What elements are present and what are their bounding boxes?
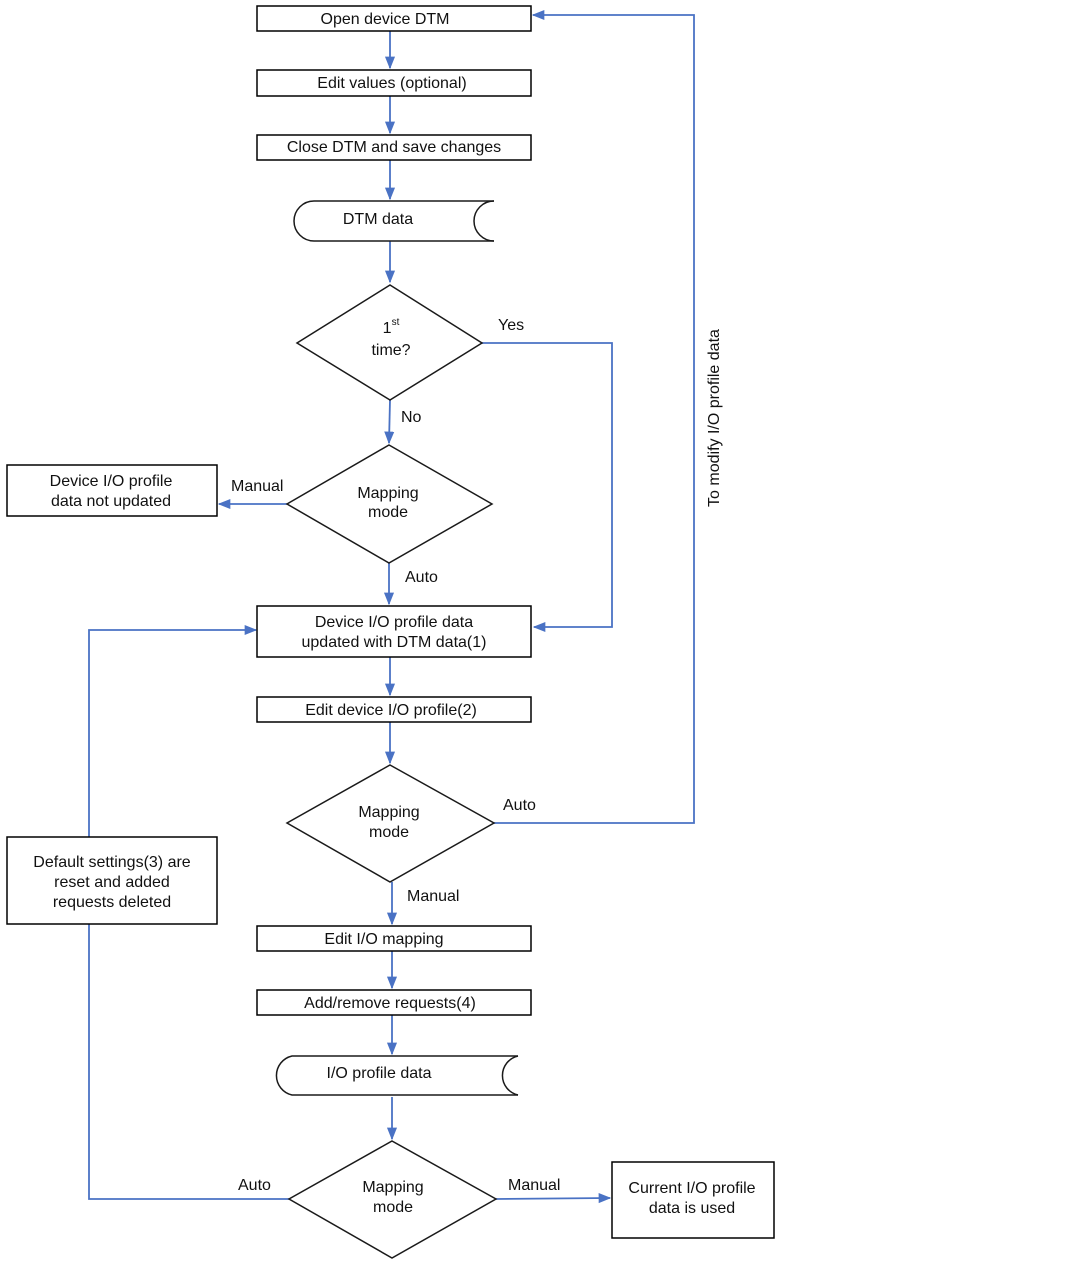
node-io-profile-data: I/O profile data	[275, 1055, 519, 1096]
node-first-time-label-1: 1	[383, 320, 392, 337]
node-dtm-data-label: DTM data	[343, 211, 413, 228]
node-current-profile-used: Current I/O profile data is used	[611, 1161, 775, 1239]
node-dtm-data: DTM data	[293, 200, 495, 242]
node-close-dtm-label: Close DTM and save changes	[287, 139, 501, 156]
node-mapping-mode-1-label-b: mode	[368, 504, 408, 521]
node-mapping-mode-2-label-a: Mapping	[358, 804, 419, 821]
node-current-profile-used-label-2: data is used	[649, 1200, 735, 1217]
node-edit-device-profile: Edit device I/O profile(2)	[256, 696, 532, 723]
edge-mapping3-manual	[495, 1193, 612, 1204]
node-edit-io-mapping: Edit I/O mapping	[256, 925, 532, 952]
edge-label-manual-1: Manual	[231, 478, 283, 495]
node-add-remove-requests-label: Add/remove requests(4)	[304, 995, 476, 1012]
edge-mapping2-auto-loop	[494, 9, 695, 824]
node-edit-values: Edit values (optional)	[256, 69, 532, 97]
node-default-settings-label-2: reset and added	[54, 874, 170, 891]
edge-label-auto-1: Auto	[405, 569, 438, 586]
node-not-updated-label-2: data not updated	[51, 493, 171, 510]
node-io-profile-data-label: I/O profile data	[327, 1065, 432, 1082]
edge-mapping3-auto-loop	[88, 924, 289, 1200]
node-current-profile-used-label-1: Current I/O profile	[628, 1180, 755, 1197]
edge-label-no: No	[401, 409, 422, 426]
edge-firsttime-yes	[482, 342, 613, 633]
edge-label-modify-loop: To modify I/O profile data	[706, 329, 723, 507]
node-mapping-mode-1-label-a: Mapping	[357, 485, 418, 502]
node-first-time-sup: st	[392, 317, 400, 328]
edge-label-auto-2: Auto	[503, 797, 536, 814]
node-default-settings-label-3: requests deleted	[53, 894, 171, 911]
edge-defaults-to-updated	[88, 624, 258, 837]
svg-text:1st: 1st	[383, 317, 400, 337]
node-mapping-mode-3-label-b: mode	[373, 1199, 413, 1216]
node-close-dtm: Close DTM and save changes	[256, 134, 532, 161]
node-profile-updated-label-2: updated with DTM data(1)	[302, 634, 487, 651]
node-not-updated-label-1: Device I/O profile	[50, 473, 173, 490]
node-profile-updated-label-1: Device I/O profile data	[315, 614, 473, 631]
node-open-device-dtm-label: Open device DTM	[321, 11, 450, 28]
edge-label-auto-3: Auto	[238, 1177, 271, 1194]
node-edit-device-profile-label: Edit device I/O profile(2)	[305, 702, 477, 719]
node-open-device-dtm: Open device DTM	[256, 5, 532, 32]
edge-label-manual-3: Manual	[508, 1177, 560, 1194]
node-mapping-mode-1: Mapping mode	[285, 444, 494, 564]
node-mapping-mode-2-label-b: mode	[369, 824, 409, 841]
node-first-time-decision: 1st time?	[295, 284, 484, 401]
node-default-settings: Default settings(3) are reset and added …	[6, 836, 218, 925]
connectors	[88, 9, 695, 1204]
node-first-time-label-2: time?	[371, 342, 410, 359]
node-profile-updated: Device I/O profile data updated with DTM…	[256, 605, 532, 658]
node-default-settings-label-1: Default settings(3) are	[33, 854, 191, 871]
edge-firsttime-no	[384, 399, 395, 445]
node-add-remove-requests: Add/remove requests(4)	[256, 989, 532, 1016]
node-mapping-mode-3-label-a: Mapping	[362, 1179, 423, 1196]
node-edit-values-label: Edit values (optional)	[317, 75, 466, 92]
node-mapping-mode-2: Mapping mode	[285, 764, 496, 883]
node-not-updated: Device I/O profile data not updated	[6, 464, 218, 517]
edge-label-manual-2: Manual	[407, 888, 459, 905]
node-edit-io-mapping-label: Edit I/O mapping	[324, 931, 443, 948]
edge-label-yes: Yes	[498, 317, 524, 334]
node-mapping-mode-3: Mapping mode	[287, 1140, 498, 1259]
